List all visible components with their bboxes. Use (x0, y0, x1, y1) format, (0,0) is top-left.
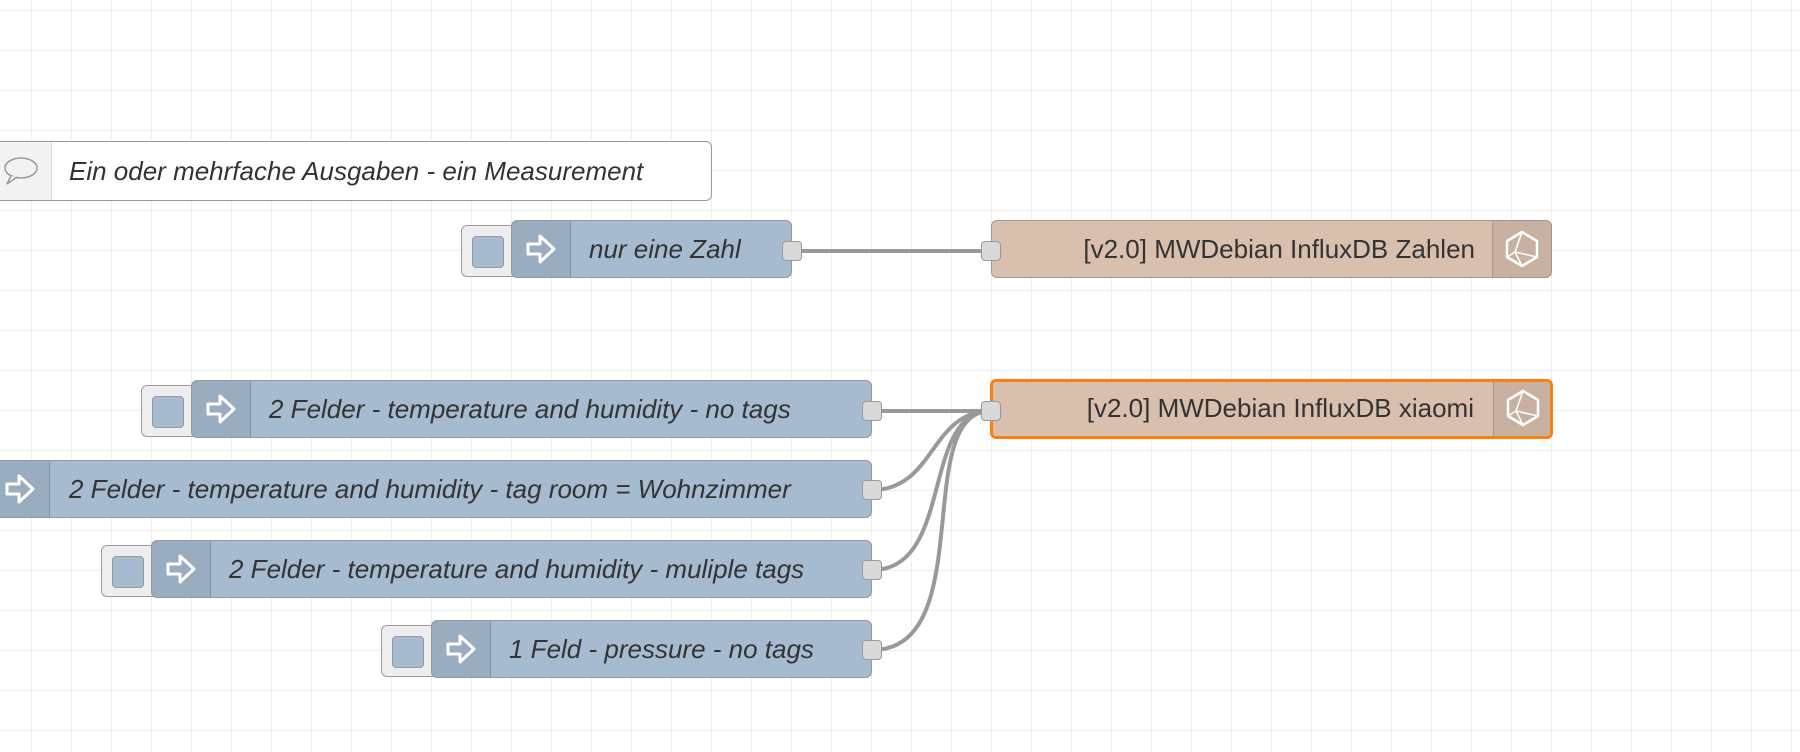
inject-node-wohnzimmer[interactable]: 2 Felder - temperature and humidity - ta… (0, 460, 872, 518)
influxdb-icon (1493, 382, 1550, 436)
comment-node[interactable]: Ein oder mehrfache Ausgaben - ein Measur… (0, 141, 712, 201)
inject-arrow-icon (0, 461, 50, 517)
inject-label-muliple-tags: 2 Felder - temperature and humidity - mu… (229, 554, 805, 584)
influxdb-out-node-zahlen[interactable]: [v2.0] MWDebian InfluxDB Zahlen (991, 220, 1552, 278)
inject-label-zahl: nur eine Zahl (589, 234, 741, 264)
wire-muliple-tags-to-influx-xiaomi[interactable] (871, 409, 992, 572)
influxdb-label-xiaomi: [v2.0] MWDebian InfluxDB xiaomi (1086, 393, 1474, 423)
influxdb-out-node-xiaomi[interactable]: [v2.0] MWDebian InfluxDB xiaomi (990, 379, 1553, 439)
input-port-zahlen[interactable] (981, 241, 1001, 261)
output-port-muliple-tags[interactable] (862, 560, 882, 580)
inject-arrow-icon (432, 621, 491, 677)
wire-wohnzimmer-to-influx-xiaomi[interactable] (871, 409, 992, 492)
comment-icon (0, 142, 52, 200)
comment-label: Ein oder mehrfache Ausgaben - ein Measur… (69, 156, 644, 186)
inject-arrow-icon (152, 541, 211, 597)
output-port-pressure[interactable] (862, 640, 882, 660)
inject-label-pressure: 1 Feld - pressure - no tags (509, 634, 814, 664)
output-port-wohnzimmer[interactable] (862, 480, 882, 500)
inject-label-wohnzimmer: 2 Felder - temperature and humidity - ta… (69, 474, 791, 504)
input-port-xiaomi[interactable] (981, 401, 1001, 421)
inject-node-muliple-tags[interactable]: 2 Felder - temperature and humidity - mu… (151, 540, 872, 598)
inject-node-zahl[interactable]: nur eine Zahl (511, 220, 792, 278)
influxdb-label-zahlen: [v2.0] MWDebian InfluxDB Zahlen (1083, 234, 1475, 264)
inject-arrow-icon (192, 381, 251, 437)
inject-node-no-tags[interactable]: 2 Felder - temperature and humidity - no… (191, 380, 872, 438)
output-port-zahl[interactable] (782, 241, 802, 261)
inject-label-no-tags: 2 Felder - temperature and humidity - no… (269, 394, 791, 424)
output-port-no-tags[interactable] (862, 401, 882, 421)
wire-pressure-to-influx-xiaomi[interactable] (871, 409, 992, 652)
influxdb-icon (1492, 221, 1551, 277)
inject-node-pressure[interactable]: 1 Feld - pressure - no tags (431, 620, 872, 678)
inject-arrow-icon (512, 221, 571, 277)
